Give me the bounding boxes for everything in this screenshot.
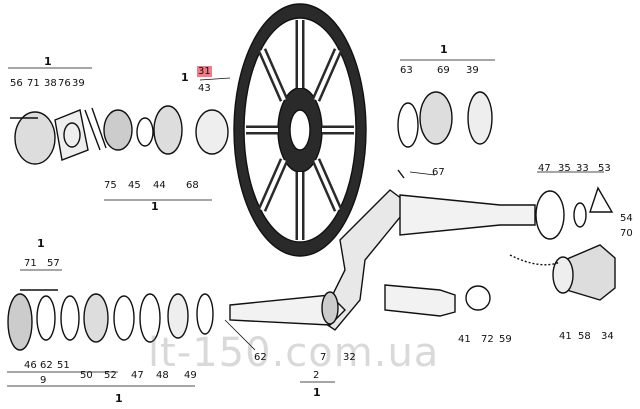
part-number: 56 (10, 78, 23, 89)
part-number: 63 (400, 65, 413, 76)
part-number: 75 (104, 180, 117, 191)
leader-lines (7, 59, 604, 387)
part-number: 62 (40, 360, 53, 371)
part-number: 67 (432, 167, 445, 178)
part-number: 76 (58, 78, 71, 89)
part-number: 71 (27, 78, 40, 89)
part-number: 47 (131, 370, 144, 381)
part-number: 53 (598, 163, 611, 174)
part-number: 57 (47, 258, 60, 269)
group-number: 1 (181, 71, 189, 84)
part-number: 51 (57, 360, 70, 371)
bottom-left-parts-drawing (7, 289, 214, 351)
part-number: 72 (481, 334, 494, 345)
part-number: 50 (80, 370, 93, 381)
part-number: 49 (184, 370, 197, 381)
group-number: 1 (440, 43, 448, 56)
part-number: 7 (320, 352, 327, 363)
top-left-parts-drawing (10, 105, 229, 165)
part-number: 70 (620, 228, 633, 239)
part-number: 69 (437, 65, 450, 76)
group-number: 1 (115, 392, 123, 405)
part-number: 68 (186, 180, 199, 191)
part-number: 39 (72, 78, 85, 89)
part-number: 41 (458, 334, 471, 345)
part-number: 39 (466, 65, 479, 76)
part-number: 35 (558, 163, 571, 174)
top-right-parts-drawing (397, 91, 493, 179)
watermark-text: lt-150.com.ua (148, 330, 440, 376)
part-number: 62 (254, 352, 267, 363)
part-number: 44 (153, 180, 166, 191)
part-number: 47 (538, 163, 551, 174)
part-number: 33 (576, 163, 589, 174)
highlighted-part-number: 31 (197, 66, 212, 77)
part-number: 52 (104, 370, 117, 381)
part-number: 41 (559, 331, 572, 342)
group-number: 1 (44, 55, 52, 68)
crankshaft-drawing (229, 189, 536, 331)
flywheel-drawing (233, 3, 367, 257)
group-number: 1 (37, 237, 45, 250)
part-number: 43 (198, 83, 211, 94)
part-number: 48 (156, 370, 169, 381)
part-number: 32 (343, 352, 356, 363)
part-number: 71 (24, 258, 37, 269)
part-number: 54 (620, 213, 633, 224)
part-number: 46 (24, 360, 37, 371)
group-number: 1 (151, 200, 159, 213)
part-number: 34 (601, 331, 614, 342)
part-number: 58 (578, 331, 591, 342)
part-number: 59 (499, 334, 512, 345)
part-number: 45 (128, 180, 141, 191)
part-number: 38 (44, 78, 57, 89)
right-parts-drawing (509, 186, 616, 301)
group-number: 1 (313, 386, 321, 399)
sub-group-number: 9 (40, 375, 47, 386)
sub-group-number: 2 (313, 370, 320, 381)
